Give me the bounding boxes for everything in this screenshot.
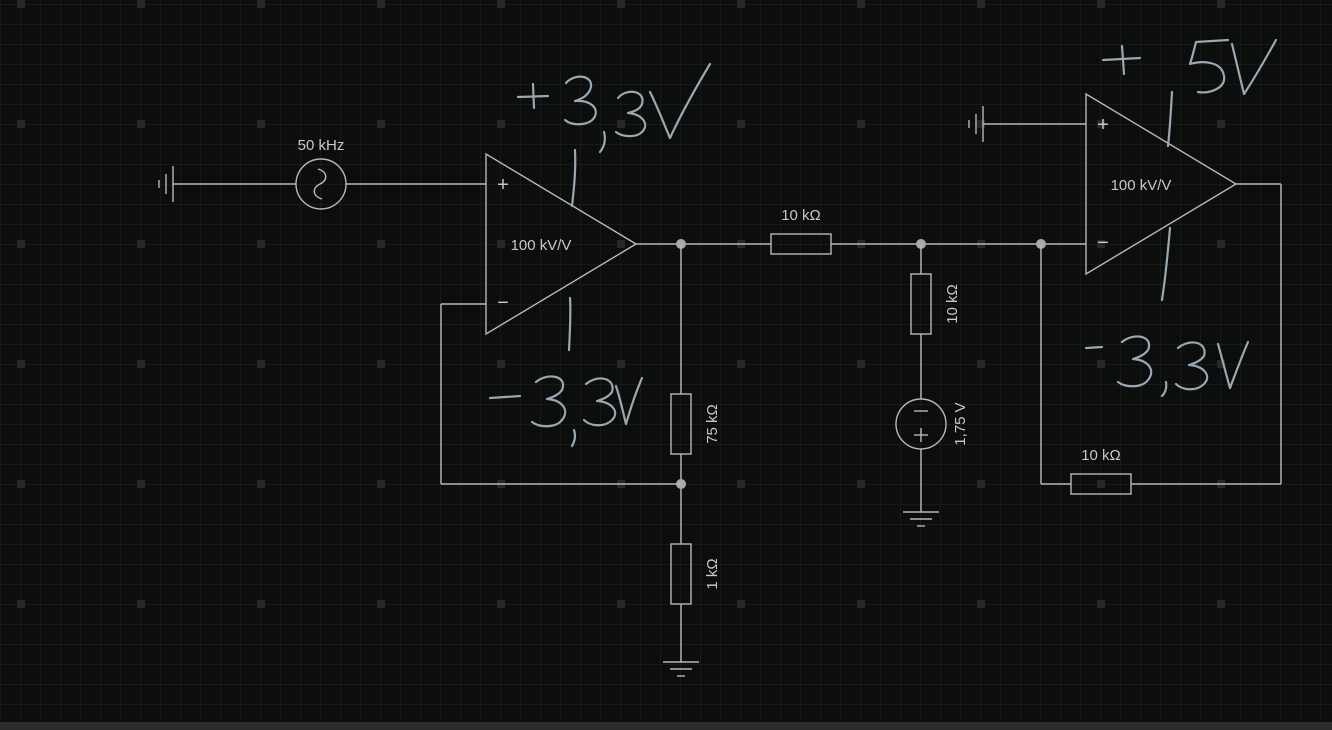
grid-dot: [1217, 360, 1225, 368]
grid-dot: [737, 480, 745, 488]
grid-dot: [137, 0, 145, 8]
grid-dot: [977, 600, 985, 608]
grid-dot: [857, 360, 865, 368]
ground-symbol[interactable]: [663, 661, 699, 677]
grid-dot: [1097, 0, 1105, 8]
grid-dot: [977, 0, 985, 8]
handwritten-note-opamp1-supply-pos: [516, 62, 712, 208]
grid-dot: [857, 0, 865, 8]
resistor-series-label: 10 kΩ: [781, 207, 821, 224]
dc-source-label: 1,75 V: [952, 402, 969, 445]
grid-dot: [377, 240, 385, 248]
grid-dot: [497, 240, 505, 248]
opamp-1-minus-sign: −: [497, 292, 509, 314]
grid-dot: [257, 600, 265, 608]
grid-dot: [1217, 0, 1225, 8]
ground-symbol[interactable]: [903, 511, 939, 527]
opamp-1[interactable]: [485, 152, 638, 336]
grid-dot: [497, 120, 505, 128]
grid-dot: [1097, 600, 1105, 608]
grid-dot: [1097, 360, 1105, 368]
handwritten-note-opamp1-supply-neg: [488, 296, 644, 448]
opamp-2[interactable]: [1085, 92, 1238, 276]
grid-dot: [737, 0, 745, 8]
grid-dot: [857, 120, 865, 128]
grid-dot: [737, 600, 745, 608]
source-frequency-label: 50 kHz: [298, 137, 345, 154]
grid-dot: [257, 480, 265, 488]
grid-dot: [137, 240, 145, 248]
grid-dot: [1097, 240, 1105, 248]
grid-dot: [17, 360, 25, 368]
handwritten-note-opamp2-supply-pos: [1101, 38, 1278, 148]
opamp-2-gain-label: 100 kV/V: [1111, 177, 1172, 194]
grid-dot: [737, 360, 745, 368]
grid-dot: [617, 240, 625, 248]
grid-dot: [857, 480, 865, 488]
resistor-1k-label: 1 kΩ: [704, 558, 721, 589]
grid-dot: [17, 0, 25, 8]
grid-dot: [257, 240, 265, 248]
grid-dot: [377, 360, 385, 368]
resistor-75k-label: 75 kΩ: [704, 404, 721, 444]
grid-dot: [497, 600, 505, 608]
grid-dot: [137, 600, 145, 608]
grid-dot: [257, 0, 265, 8]
grid-dot: [377, 0, 385, 8]
grid-dot: [977, 480, 985, 488]
grid-dot: [1217, 240, 1225, 248]
grid-dot: [617, 360, 625, 368]
resistor-bias-label: 10 kΩ: [944, 284, 961, 324]
grid-dot: [377, 600, 385, 608]
opamp-2-minus-sign: −: [1097, 232, 1109, 254]
opamp-1-plus-sign: +: [497, 174, 509, 196]
grid-dot: [497, 360, 505, 368]
grid-dot: [17, 240, 25, 248]
opamp-2-plus-sign: +: [1097, 114, 1109, 136]
grid-dot: [1217, 120, 1225, 128]
grid-dot: [1217, 600, 1225, 608]
grid-dot: [137, 120, 145, 128]
grid-dot: [17, 600, 25, 608]
grid-dot: [377, 480, 385, 488]
grid-dot: [257, 120, 265, 128]
grid-dot: [617, 120, 625, 128]
grid-dot: [17, 120, 25, 128]
grid-dot: [257, 360, 265, 368]
grid-dot: [377, 120, 385, 128]
grid-dot: [857, 600, 865, 608]
grid-dot: [977, 360, 985, 368]
handwritten-note-opamp2-supply-neg: [1084, 226, 1250, 398]
grid-dot: [1097, 120, 1105, 128]
status-bar: [0, 722, 1332, 730]
grid-dot: [617, 600, 625, 608]
grid-dot: [497, 0, 505, 8]
grid-dot: [617, 0, 625, 8]
grid-dot: [137, 480, 145, 488]
grid-dot: [137, 360, 145, 368]
resistor-feedback-label: 10 kΩ: [1081, 447, 1121, 464]
grid-dot: [737, 120, 745, 128]
grid-dot: [1097, 480, 1105, 488]
grid-dot: [17, 480, 25, 488]
grid-dot: [977, 120, 985, 128]
opamp-1-gain-label: 100 kV/V: [511, 237, 572, 254]
